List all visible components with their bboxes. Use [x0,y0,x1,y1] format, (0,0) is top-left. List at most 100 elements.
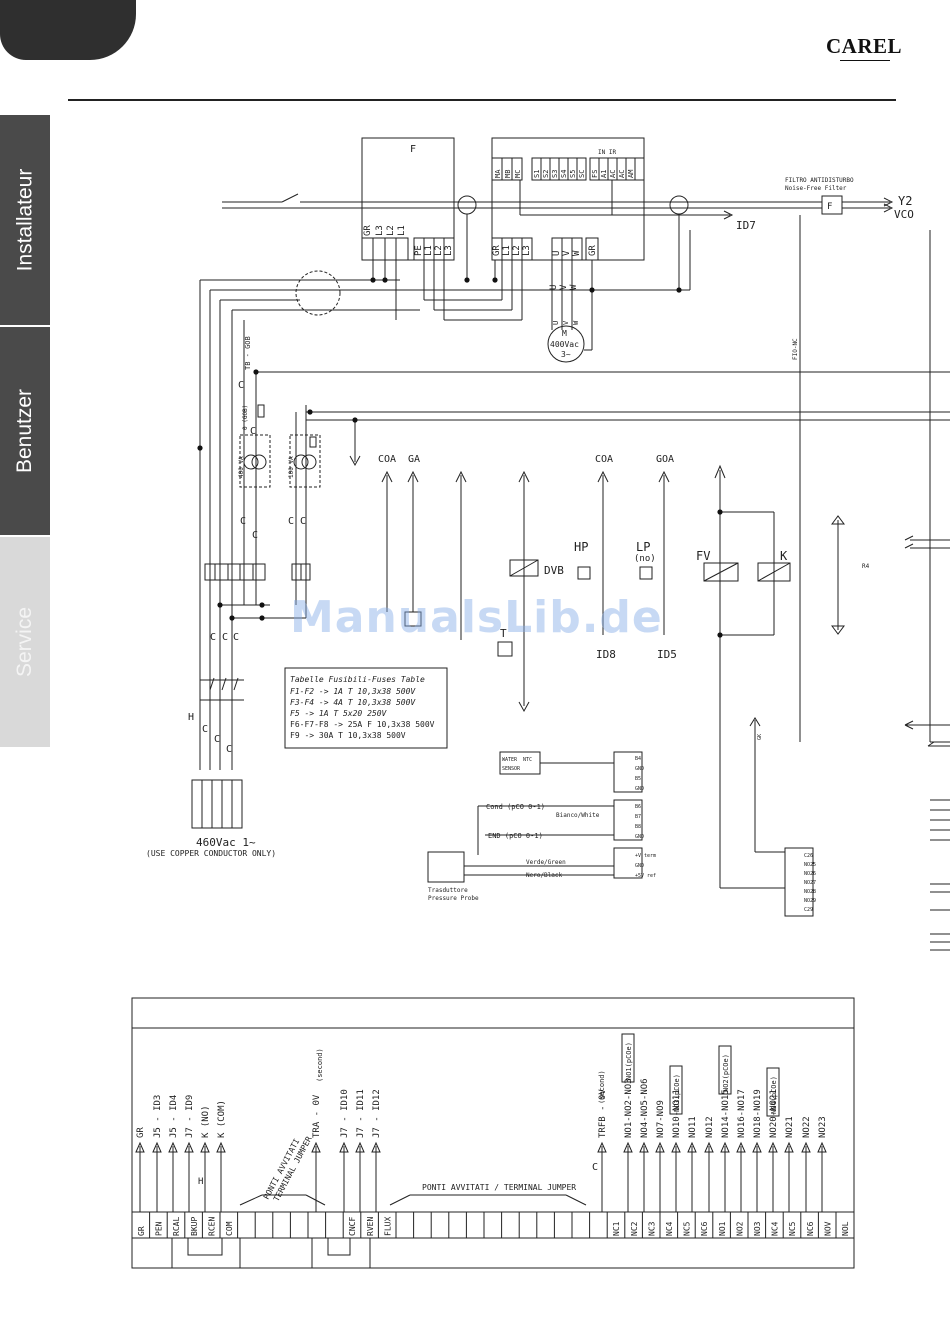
bottom-signal-arrow [371,1141,381,1153]
bottom-signal-arrow [184,1141,194,1153]
bottom-signal-label: J7 - ID11 [356,1089,366,1138]
supply-voltage: 460Vac 1~ [196,836,256,849]
terminal-label: NC4 [665,1221,674,1236]
motor-label: M [562,329,567,338]
fuse-table-line-1: F1-F2 -> 1A T 10,3x38 500V [290,687,416,696]
terminal-label: FLUX [383,1217,392,1236]
bottom-signal-arrow [817,1141,827,1153]
bottom-signal-label: NO12 [705,1116,715,1138]
bottom-signal-arrow [639,1141,649,1153]
phase-c-3: C [233,632,239,643]
bottom-signal-arrow [152,1141,162,1153]
drive-top-ac2: AC [618,170,626,178]
motor-phase: 3~ [561,350,571,359]
phase-h-left: H [188,712,194,723]
probe-it: Trasduttore [428,887,468,894]
bottom-signal-arrow [135,1141,145,1153]
cond-label: Cond (pCO 0-1) [486,803,545,811]
r4-label: R4 [862,563,870,570]
probe2-b6: B6 [635,804,641,810]
terminal-label: RVEN [366,1217,375,1236]
drive-term-l2: L2 [512,245,522,256]
motor-term-w2: W [572,320,580,325]
terminal-label: NC2 [630,1221,639,1236]
fuse-term-l2: L2 [386,225,396,236]
terminal-label: NOV [823,1221,832,1236]
inv-term-l3: L3 [444,245,454,256]
probe-en: Pressure Probe [428,895,479,902]
bottom-signal-label: TRFB - 0V [598,1089,608,1138]
probe1-gnd2: GND [635,786,644,792]
corner-tab [0,0,136,60]
boxed-label-frame [718,1045,732,1095]
water-sensor-ntc: NTC [523,757,532,763]
supply-note: (USE COPPER CONDUCTOR ONLY) [146,849,276,858]
id5-label: ID5 [657,648,677,661]
evap-label: END (pCO 0-1) [488,832,543,840]
bottom-signal-label: NO4-NO5-NO6 [640,1078,650,1138]
inv-term-pe: PE [414,245,424,256]
bottom-signal-label: NO23 [818,1116,828,1138]
fuse-table-line-0: Tabelle Fusibili-Fuses Table [290,675,425,684]
transformer-1-sec: 0 (GOB) [242,405,249,430]
id7-label: ID7 [736,219,756,232]
tab-benutzer[interactable]: Benutzer [0,327,50,535]
gk-label: GK [757,734,763,740]
bottom-signal-arrow [801,1141,811,1153]
probe1-b4: B4 [635,756,641,762]
drive-top-a1: A1 [600,170,608,178]
bottom-signal-arrow [311,1141,321,1153]
boxed-label-frame [669,1065,683,1115]
transformer-2: 100 VA [288,456,295,478]
terminal-label: GR [137,1226,146,1236]
wire-green: Verde/Green [526,859,566,866]
bottom-signal-label: NO7-NO9 [656,1100,666,1138]
filter-out-1: Y2 [898,194,912,208]
bottom-signal-arrow [355,1141,365,1153]
drive-top-fs: FS [591,170,599,178]
relay-c26: C26 [804,853,813,859]
bottom-signal-arrow [768,1141,778,1153]
vertical-fio-nc: FIO-NC [792,338,799,360]
bottom-signal-arrow [597,1141,607,1153]
bottom-signal-arrow [339,1141,349,1153]
bottom-signal-label: K (COM) [217,1100,227,1138]
bottom-signal-arrow [704,1141,714,1153]
fuse-table-line-2: F3-F4 -> 4A T 10,3x38 500V [290,698,416,707]
tab-installateur[interactable]: Installateur [0,115,50,325]
fuse-table-line-4: F6-F7-F8 -> 25A F 10,3x38 500V [290,720,435,729]
relay-c29: C29 [804,907,813,913]
terminal-label: NO1 [718,1221,727,1236]
watermark: ManualsLib.de [290,592,663,643]
terminal-label: NC5 [683,1221,692,1236]
bottom-signal-arrow [720,1141,730,1153]
bottom-signal-arrow [671,1141,681,1153]
phase-c-10: C [252,530,258,541]
tab-service[interactable]: Service [0,537,50,747]
bottom-signal-arrow [655,1141,665,1153]
phase-c-6: C [226,744,232,755]
drive-top-s5: S5 [569,170,577,178]
bottom-signal-label: GR [136,1127,146,1138]
terminal-label: NC6 [700,1221,709,1236]
boxed-label: NO4(pCOe) [770,1076,778,1114]
relay-no26: NO26 [804,871,816,877]
terminal-label: RCAL [172,1217,181,1236]
bottom-signal-label: NO20-NO21 [769,1089,779,1138]
drive-top-s2: S2 [542,170,550,178]
phase-c-2: C [222,632,228,643]
relay-no29: NO29 [804,898,816,904]
phase-c-4: C [202,724,208,735]
motor-term-w: W [569,284,579,290]
fv-label: FV [696,549,710,563]
boxed-label-frame [766,1067,780,1117]
bottom-signal-label: J7 - ID9 [185,1095,195,1138]
coa-label-1: COA [378,454,396,465]
brand-logo: CAREL [826,34,903,58]
filter-label-en: Noise-Free Filter [785,185,847,192]
boxed-label: NO1(pCOe) [625,1042,633,1080]
lp-note: (no) [634,554,656,564]
bottom-signal-label: NO11 [688,1116,698,1138]
drive-term-u: U [552,251,562,256]
